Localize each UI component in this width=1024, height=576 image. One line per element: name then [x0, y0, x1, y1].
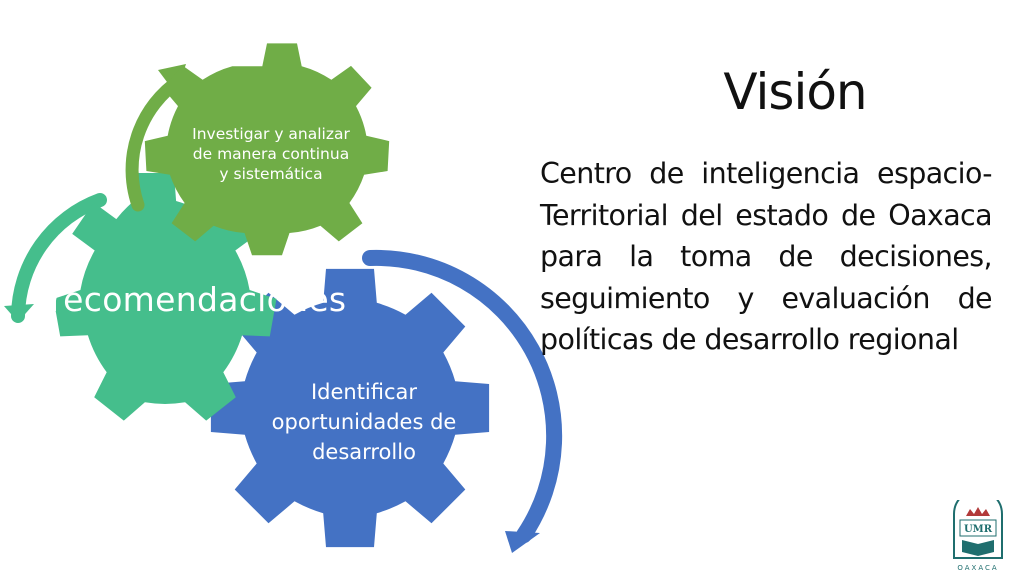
logo-crest-icon — [953, 500, 1003, 559]
gear-label-investigar: Investigar y analizar de manera continua… — [192, 125, 350, 183]
teal-arrowhead — [4, 304, 34, 322]
slide-title: Visión — [723, 63, 867, 121]
gear-label-identificar: Identificar oportunidades de desarrollo — [271, 380, 457, 464]
teal-gear — [53, 173, 277, 421]
logo-caption: OAXACA — [957, 564, 998, 572]
logo-crown-icon — [966, 507, 990, 516]
blue-arrowhead — [505, 531, 540, 553]
logo-banner-icon — [959, 519, 997, 537]
blue-arrow-arc — [362, 249, 563, 543]
gear-label-recomendaciones: recomendaciones — [50, 280, 347, 319]
green-gear — [144, 43, 390, 256]
slide-body-text: Centro de inteligencia espacio-Territori… — [540, 157, 993, 356]
logo-book-icon — [962, 540, 994, 556]
logo-text: UMR — [964, 524, 993, 535]
university-logo: UMR OAXACA — [953, 500, 1003, 572]
blue-gear — [210, 268, 490, 548]
teal-arrow-arc — [11, 193, 107, 323]
